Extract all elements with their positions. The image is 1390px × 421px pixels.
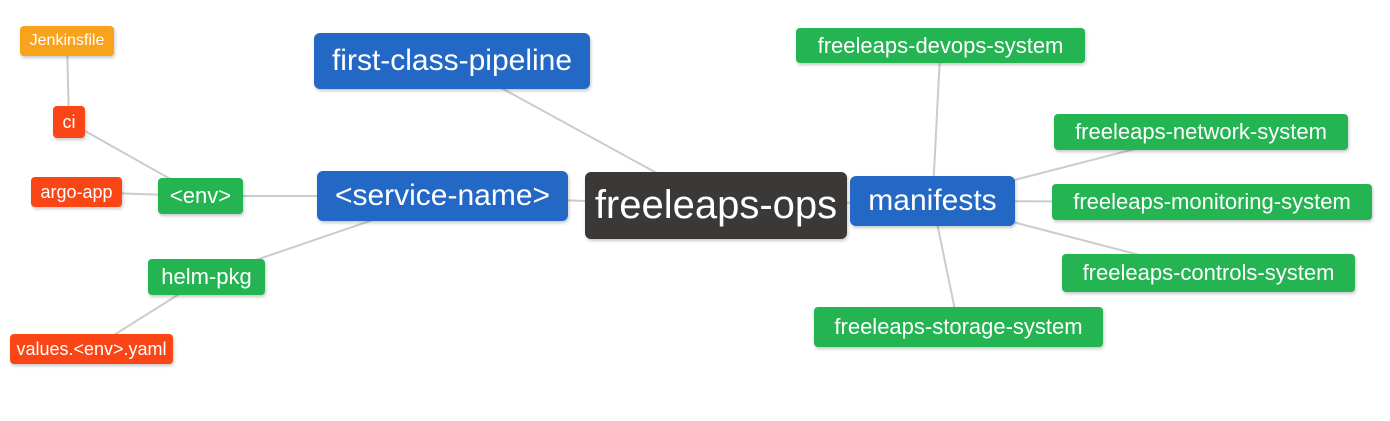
node-service-name[interactable]: <service-name>: [317, 171, 568, 221]
node-freeleaps-controls-system[interactable]: freeleaps-controls-system: [1062, 254, 1355, 292]
node-helm-pkg[interactable]: helm-pkg: [148, 259, 265, 295]
node-freeleaps-devops-system[interactable]: freeleaps-devops-system: [796, 28, 1085, 63]
node-jenkinsfile[interactable]: Jenkinsfile: [20, 26, 114, 56]
edge-manifests--freeleaps-devops-system: [931, 45, 942, 202]
node-first-class-pipeline[interactable]: first-class-pipeline: [314, 33, 590, 89]
node-freeleaps-storage-system[interactable]: freeleaps-storage-system: [814, 307, 1103, 347]
node-manifests[interactable]: manifests: [850, 176, 1015, 226]
node-ci[interactable]: ci: [53, 106, 85, 138]
node-freeleaps-network-system[interactable]: freeleaps-network-system: [1054, 114, 1348, 150]
node-env[interactable]: <env>: [158, 178, 243, 214]
node-freeleaps-ops[interactable]: freeleaps-ops: [585, 172, 847, 239]
node-freeleaps-monitoring-system[interactable]: freeleaps-monitoring-system: [1052, 184, 1372, 220]
node-values-env-yaml[interactable]: values.<env>.yaml: [10, 334, 173, 364]
node-argo-app[interactable]: argo-app: [31, 177, 122, 207]
